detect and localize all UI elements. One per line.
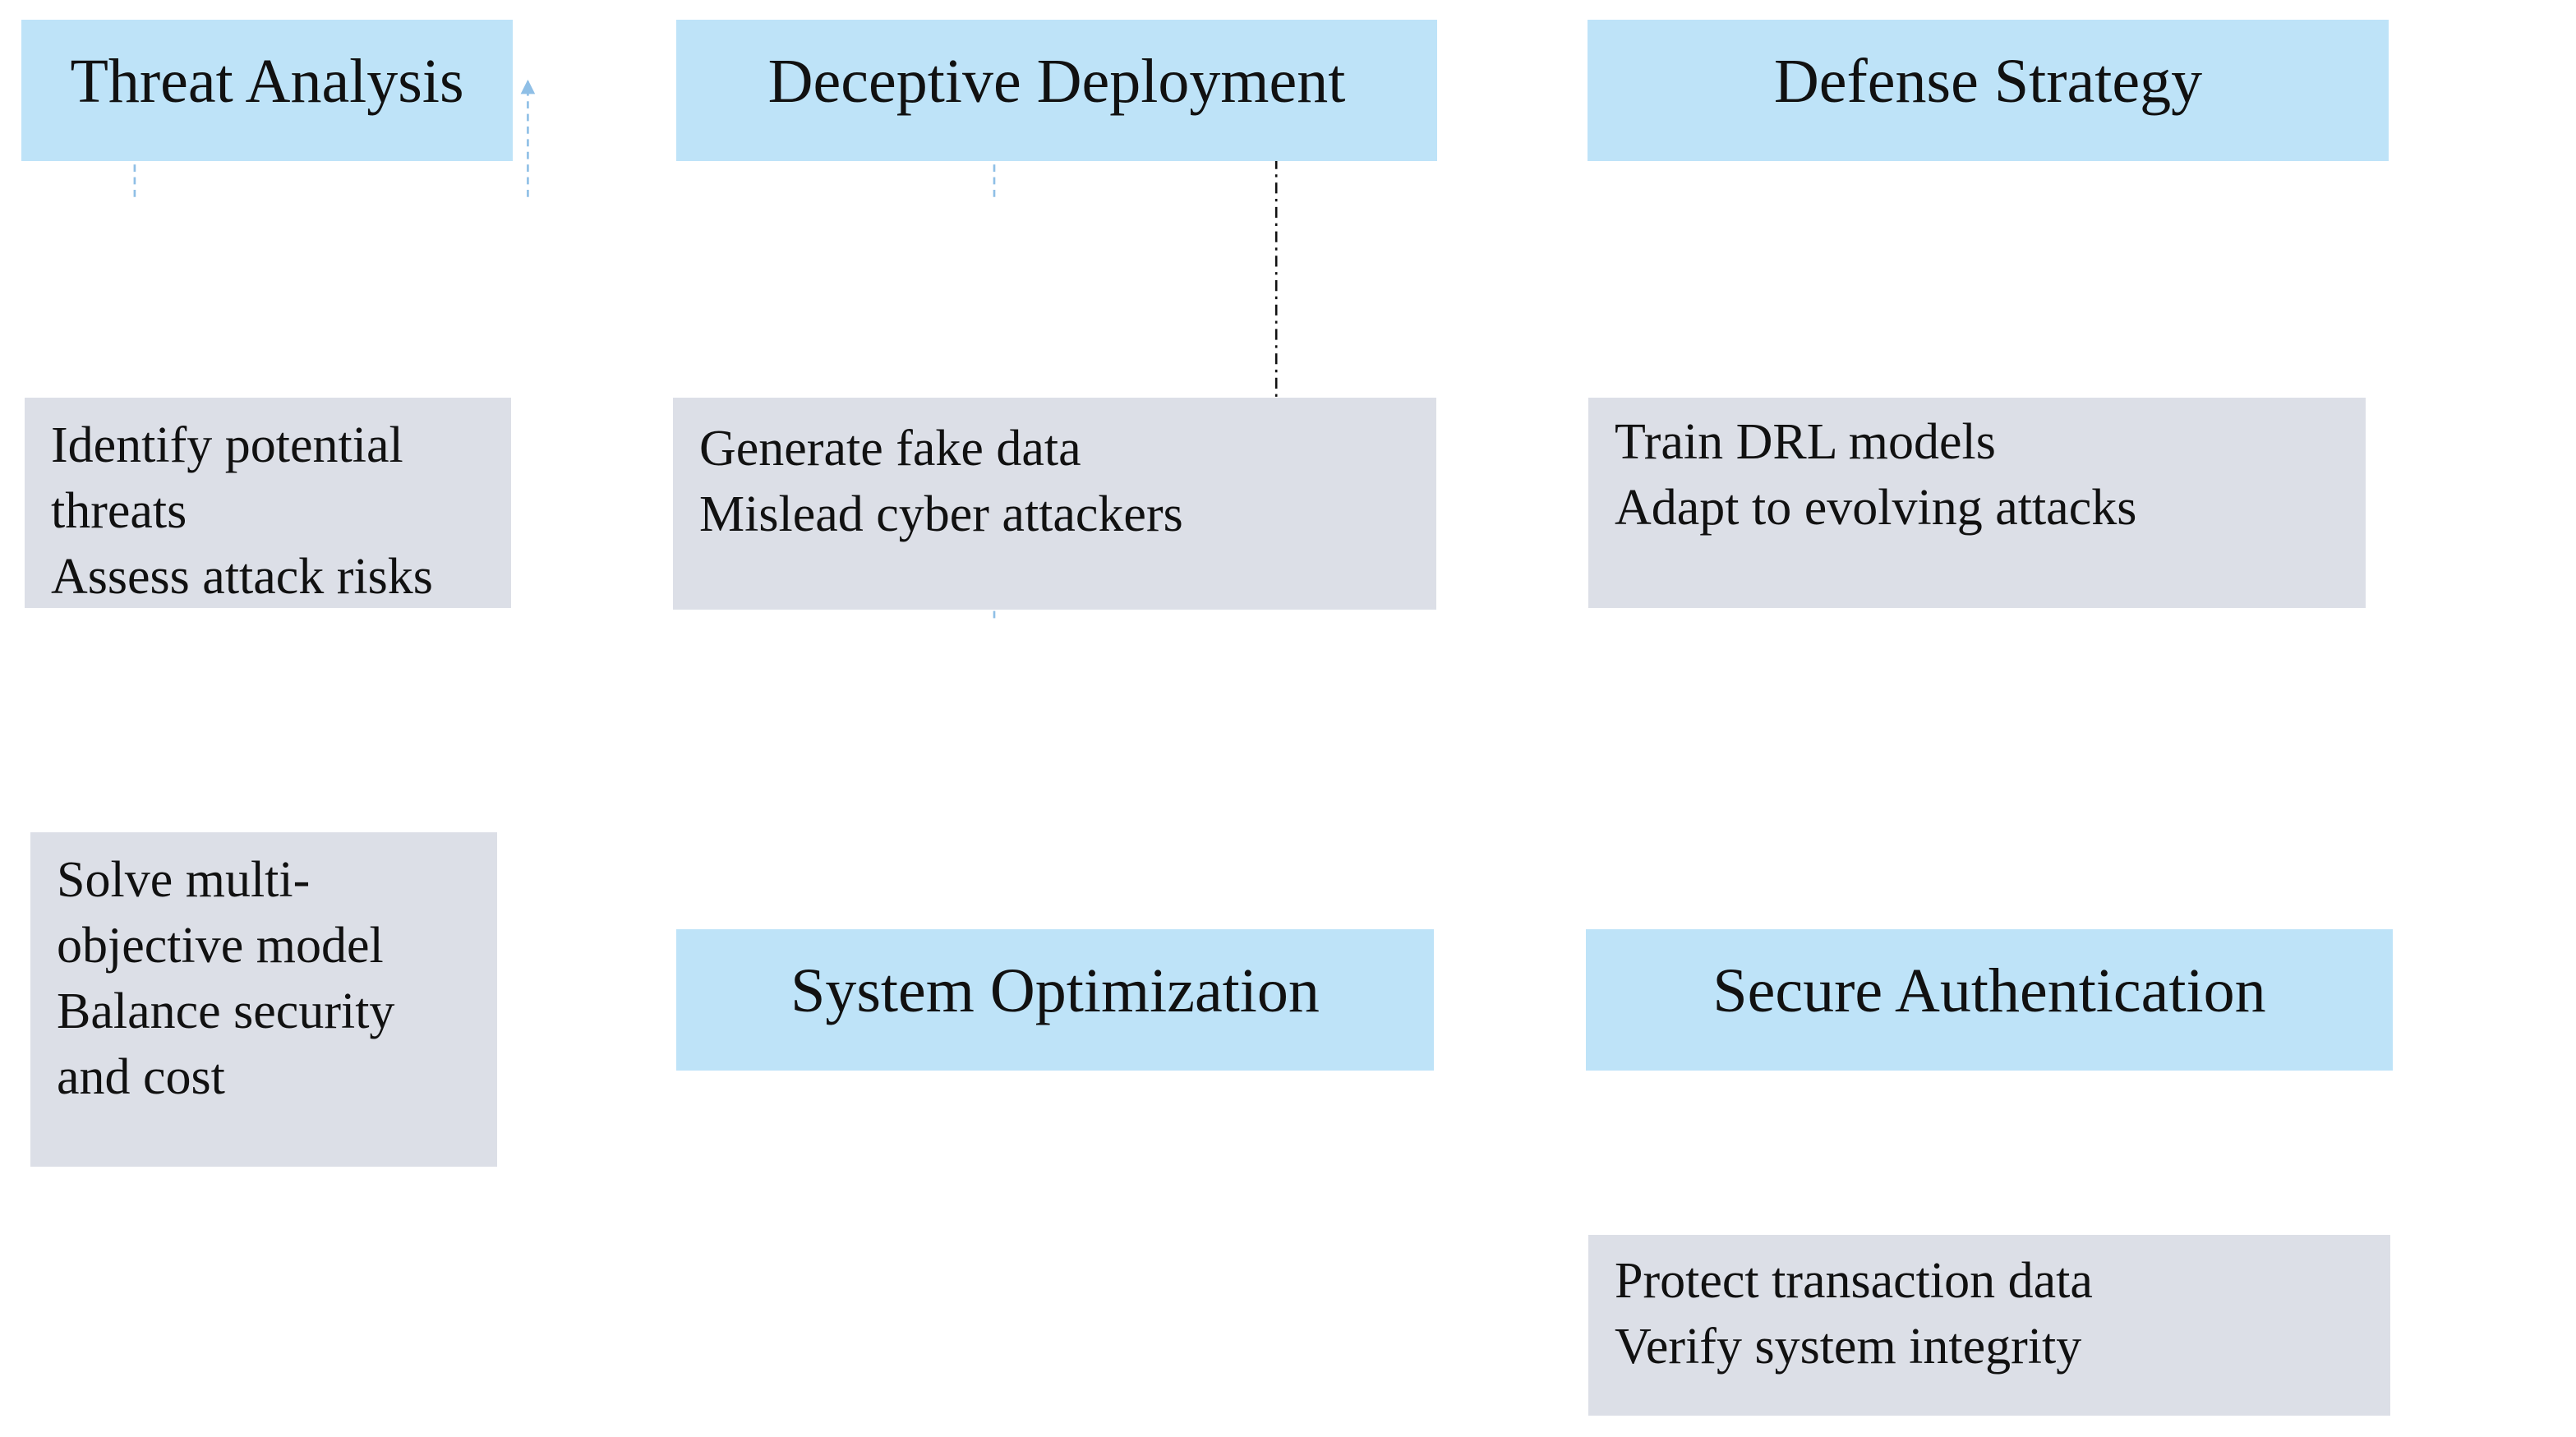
stage-system-optimization: System Optimization [676,929,1434,1071]
note-deceptive-deployment: Generate fake data Mislead cyber attacke… [673,398,1436,610]
stage-defense-strategy: Defense Strategy [1588,20,2389,161]
note-system-optimization-line-2: objective model [57,918,384,974]
note-system-optimization-line-1: Solve multi- [57,852,311,908]
note-threat-analysis-line-2: threats [51,483,187,539]
note-system-optimization-line-3: Balance security [57,983,395,1039]
note-secure-authentication-line-2: Verify system integrity [1615,1319,2082,1375]
note-system-optimization-line-4: and cost [57,1049,225,1105]
stage-secure-authentication-label: Secure Authentication [1712,956,2266,1025]
note-deceptive-deployment-line-1: Generate fake data [699,421,1081,477]
note-threat-analysis-line-1: Identify potential [51,417,403,473]
note-secure-authentication: Protect transaction data Verify system i… [1588,1235,2390,1416]
note-deceptive-deployment-line-2: Mislead cyber attackers [699,486,1183,542]
stage-defense-strategy-label: Defense Strategy [1773,46,2203,116]
stage-threat-analysis-label: Threat Analysis [70,46,464,116]
note-secure-authentication-line-1: Protect transaction data [1615,1253,2093,1309]
stage-deceptive-deployment: Deceptive Deployment [676,20,1437,161]
note-threat-analysis: Identify potential threats Assess attack… [25,398,511,608]
stage-deceptive-deployment-label: Deceptive Deployment [767,46,1346,116]
note-threat-analysis-line-3: Assess attack risks [51,549,433,605]
stage-system-optimization-label: System Optimization [790,956,1320,1025]
note-defense-strategy: Train DRL models Adapt to evolving attac… [1588,398,2366,608]
note-system-optimization: Solve multi- objective model Balance sec… [30,832,497,1167]
note-defense-strategy-line-1: Train DRL models [1615,414,1996,470]
stage-secure-authentication: Secure Authentication [1586,929,2393,1071]
stage-threat-analysis: Threat Analysis [21,20,513,161]
note-defense-strategy-line-2: Adapt to evolving attacks [1615,480,2137,536]
